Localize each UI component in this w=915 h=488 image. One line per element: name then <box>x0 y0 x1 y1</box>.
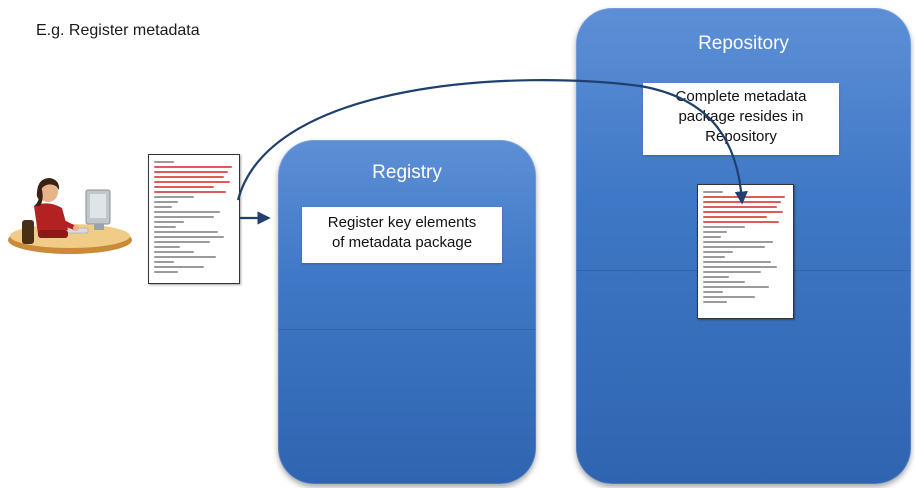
repository-callout-line-3: Repository <box>705 128 777 145</box>
registry-callout: Register key elements of metadata packag… <box>302 207 502 263</box>
person-at-computer-icon <box>8 178 132 254</box>
repository-callout-line-2: package resides in <box>678 108 804 125</box>
repository-callout: Complete metadata package resides in Rep… <box>643 83 839 155</box>
registry-box: Registry <box>278 140 536 484</box>
metadata-document-icon <box>148 154 240 284</box>
registry-callout-line-1: Register key elements <box>327 214 477 231</box>
registry-callout-line-2: of metadata package <box>331 234 473 251</box>
repository-callout-line-1: Complete metadata <box>675 88 807 105</box>
repository-title: Repository <box>698 33 789 54</box>
metadata-document-icon <box>697 184 794 319</box>
diagram-caption: E.g. Register metadata <box>36 22 200 39</box>
registry-title: Registry <box>372 162 442 183</box>
